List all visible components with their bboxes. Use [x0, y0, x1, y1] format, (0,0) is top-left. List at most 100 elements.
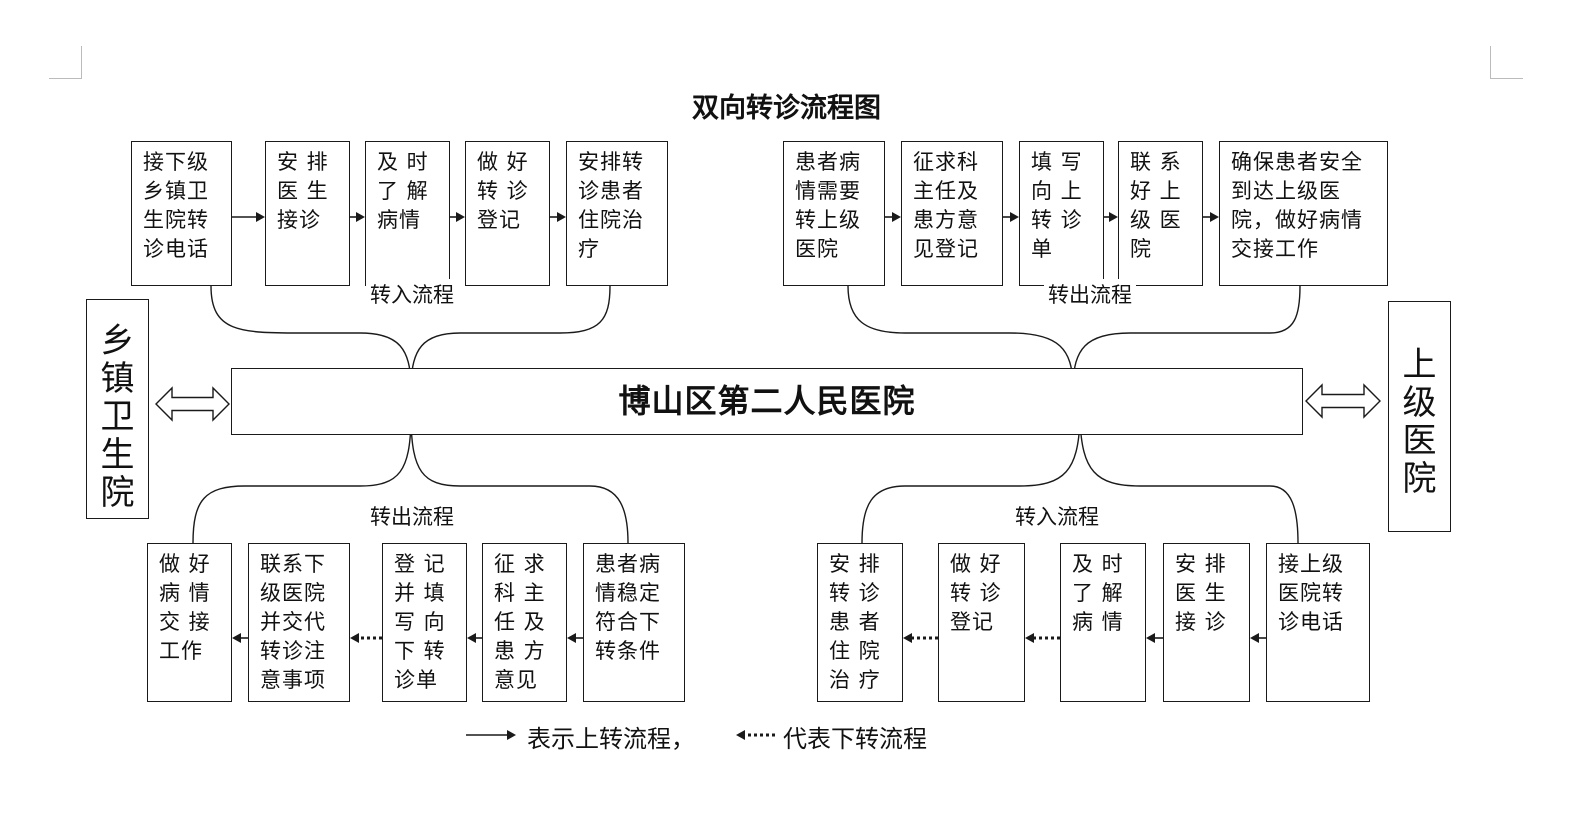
step-line: 了 解 [1072, 581, 1124, 605]
step-line: 转条件 [595, 639, 661, 663]
step-line: 下 转 [394, 639, 446, 663]
entity-char: 院 [100, 473, 135, 513]
entity-char: 乡 [100, 321, 135, 361]
arrow-head [1109, 212, 1118, 222]
step-box-tl-4: 做 好 转 诊 登记 [465, 141, 550, 286]
arrow-head [1210, 212, 1219, 222]
step-line: 级医院 [260, 581, 326, 605]
step-line: 交 接 [159, 610, 211, 634]
arrow-head [736, 730, 745, 740]
flow-label-bottom-right: 转入流程 [1011, 501, 1103, 531]
step-line: 转诊注 [260, 639, 326, 663]
step-line: 及 时 [377, 150, 429, 174]
entity-char: 卫 [100, 397, 135, 437]
step-line: 转 诊 [1031, 208, 1083, 232]
step-box-tl-2: 安 排 医 生 接诊 [265, 141, 350, 286]
township-hospital-box: 乡 镇 卫 生 院 [86, 299, 149, 519]
step-box-bl-1: 做 好 病 情 交 接 工作 [147, 543, 232, 702]
step-box-br-1: 安 排 转 诊 患 者 住 院 治 疗 [817, 543, 903, 702]
step-box-tr-2: 征求科 主任及 患方意 见登记 [901, 141, 1003, 286]
arrow-head [1025, 633, 1034, 643]
step-line: 符合下 [595, 610, 661, 634]
step-box-br-4: 安 排 医 生 接 诊 [1163, 543, 1250, 702]
arrow-head [350, 633, 359, 643]
step-line: 做 好 [477, 150, 529, 174]
step-line: 安排转 [578, 150, 644, 174]
step-box-tr-5: 确保患者安全 到达上级医 院，做好病情 交接工作 [1219, 141, 1388, 286]
step-line: 医 生 [1175, 581, 1227, 605]
entity-char: 医 [1402, 421, 1437, 461]
step-line: 联系下 [260, 552, 326, 576]
step-line: 任 及 [494, 610, 546, 634]
step-line: 情稳定 [595, 581, 661, 605]
entity-char: 院 [1402, 459, 1437, 499]
double-arrow-left [155, 386, 230, 422]
step-line: 转上级 [795, 208, 861, 232]
step-line: 诊单 [394, 668, 438, 692]
step-line: 转 诊 [950, 581, 1002, 605]
step-line: 诊电话 [143, 237, 209, 261]
step-line: 患 方 [494, 639, 546, 663]
flow-label-top-left: 转入流程 [366, 279, 458, 309]
step-line: 科 主 [494, 581, 546, 605]
entity-char: 镇 [100, 359, 135, 399]
step-line: 疗 [578, 237, 600, 261]
arrow-head [1010, 212, 1019, 222]
arrow-head [356, 212, 365, 222]
step-box-br-5: 接上级 医院转 诊电话 [1266, 543, 1370, 702]
step-box-bl-4: 征 求 科 主 任 及 患 方 意见 [482, 543, 567, 702]
step-line: 及 时 [1072, 552, 1124, 576]
step-line: 到达上级医 [1231, 179, 1341, 203]
diagram-title: 双向转诊流程图 [692, 93, 881, 124]
step-line: 生院转 [143, 208, 209, 232]
step-line: 并 填 [394, 581, 446, 605]
step-line: 登记 [950, 610, 994, 634]
central-hospital-box: 博山区第二人民医院 [231, 368, 1303, 435]
step-line: 乡镇卫 [143, 179, 209, 203]
step-line: 转 诊 [829, 581, 881, 605]
step-box-tr-4: 联 系 好 上 级 医 院 [1118, 141, 1203, 286]
step-line: 做 好 [950, 552, 1002, 576]
entity-char: 级 [1402, 383, 1437, 423]
step-line: 医院 [795, 237, 839, 261]
step-line: 确保患者安全 [1231, 150, 1363, 174]
step-line: 住 院 [829, 639, 881, 663]
step-line: 好 上 [1130, 179, 1182, 203]
step-line: 医院转 [1278, 581, 1344, 605]
step-line: 医 生 [277, 179, 329, 203]
step-line: 患 者 [829, 610, 881, 634]
step-box-tl-5: 安排转 诊患者 住院治 疗 [566, 141, 668, 286]
arrow-head [892, 212, 901, 222]
step-line: 征 求 [494, 552, 546, 576]
step-line: 诊患者 [578, 179, 644, 203]
step-line: 治 疗 [829, 668, 881, 692]
step-line: 患者病 [595, 552, 661, 576]
step-box-br-2: 做 好 转 诊 登记 [938, 543, 1025, 702]
step-line: 院，做好病情 [1231, 208, 1363, 232]
step-box-tr-1: 患者病 情需要 转上级 医院 [783, 141, 885, 286]
step-box-br-3: 及 时 了 解 病 情 [1060, 543, 1146, 702]
step-line: 病 情 [1072, 610, 1124, 634]
step-line: 填 写 [1031, 150, 1083, 174]
step-line: 病 情 [159, 581, 211, 605]
entity-char: 生 [100, 435, 135, 475]
step-box-bl-2: 联系下 级医院 并交代 转诊注 意事项 [248, 543, 350, 702]
step-line: 级 医 [1130, 208, 1182, 232]
step-line: 患者病 [795, 150, 861, 174]
step-line: 登 记 [394, 552, 446, 576]
step-line: 安 排 [829, 552, 881, 576]
legend-down-text: 代表下转流程 [783, 725, 927, 753]
step-line: 联 系 [1130, 150, 1182, 174]
page-corner-mark [1490, 46, 1523, 79]
arrow-head [1146, 633, 1155, 643]
step-line: 意见 [494, 668, 538, 692]
superior-hospital-box: 上 级 医 院 [1388, 301, 1451, 532]
step-line: 接上级 [1278, 552, 1344, 576]
step-line: 写 向 [394, 610, 446, 634]
entity-char: 上 [1402, 345, 1437, 385]
arrow-head [456, 212, 465, 222]
step-line: 诊电话 [1278, 610, 1344, 634]
step-line: 并交代 [260, 610, 326, 634]
